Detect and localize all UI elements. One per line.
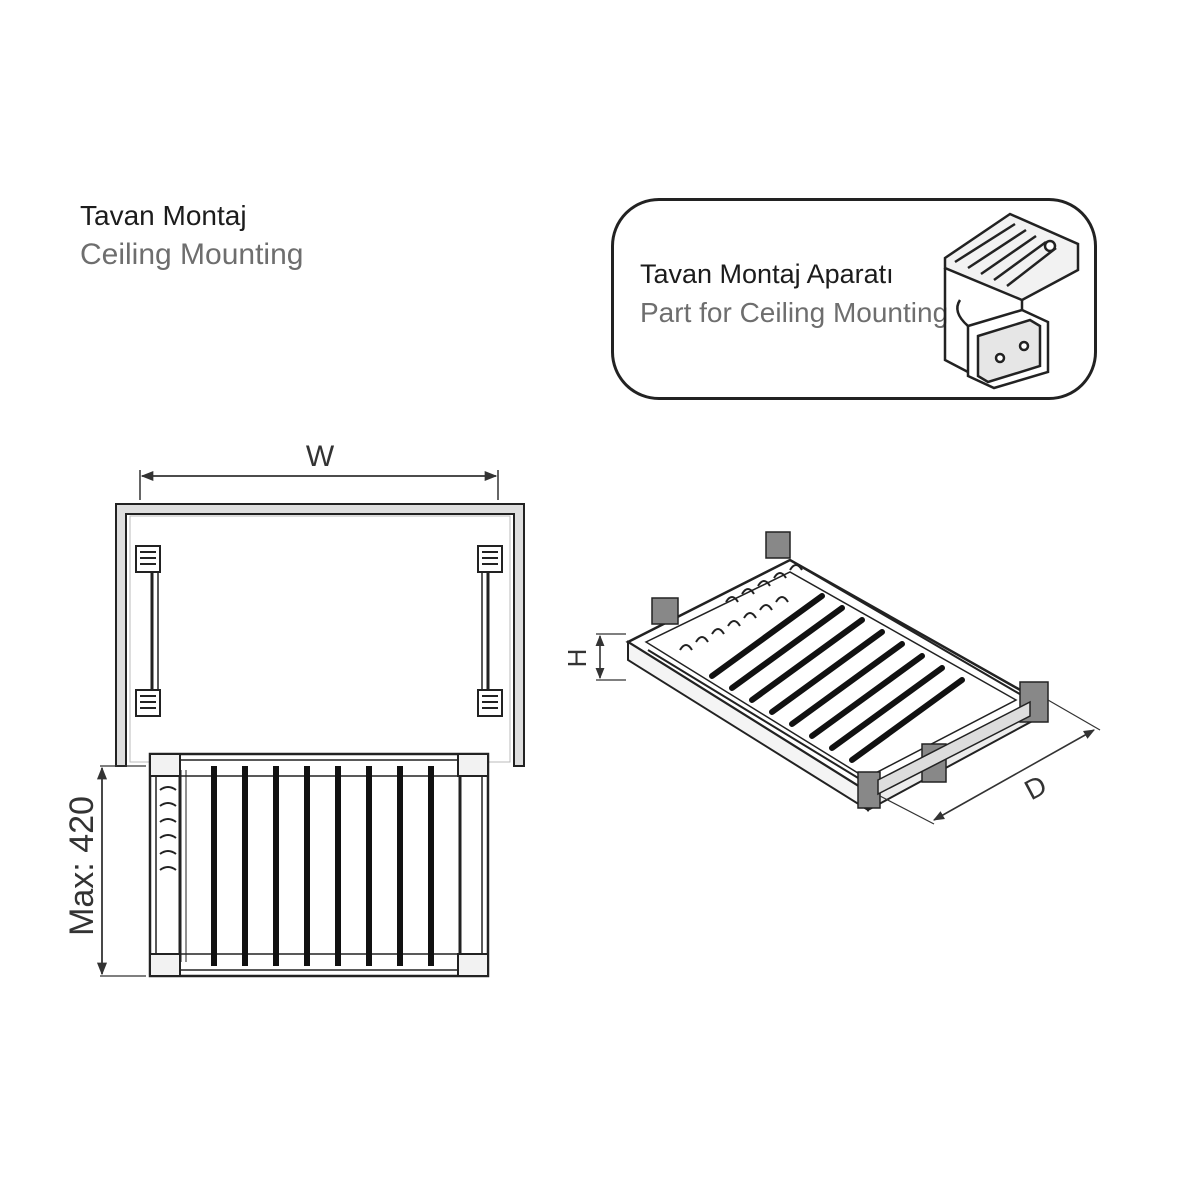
iso-rack-rods bbox=[709, 593, 965, 763]
ceiling-bracket-icon bbox=[943, 212, 1080, 390]
left-bottom-bracket bbox=[135, 689, 161, 717]
left-top-bracket bbox=[135, 545, 161, 573]
right-bottom-bracket bbox=[477, 689, 503, 717]
right-top-bracket bbox=[477, 545, 503, 573]
depth-label: D bbox=[1019, 769, 1051, 806]
isometric-view-drawing: H D bbox=[562, 531, 1101, 825]
height-label: H bbox=[562, 649, 592, 668]
ceiling-mounting-title-tr: Tavan Montaj bbox=[80, 200, 247, 231]
ceiling-mounting-title-en: Ceiling Mounting bbox=[80, 238, 304, 271]
front-view-drawing: W bbox=[63, 440, 525, 978]
mounting-part-title-en: Part for Ceiling Mounting bbox=[640, 297, 949, 328]
iso-hooks bbox=[679, 564, 803, 651]
extended-rack bbox=[148, 752, 490, 978]
mounting-part-title-tr: Tavan Montaj Aparatı bbox=[640, 259, 894, 289]
rack-rods bbox=[211, 766, 434, 966]
depth-dimension-line bbox=[933, 729, 1095, 821]
cabinet-frame bbox=[115, 503, 525, 767]
width-label: W bbox=[306, 440, 335, 473]
max-extension-label: Max: 420 bbox=[63, 796, 101, 936]
mounting-part-callout: Tavan Montaj Aparatı Part for Ceiling Mo… bbox=[611, 198, 1097, 400]
